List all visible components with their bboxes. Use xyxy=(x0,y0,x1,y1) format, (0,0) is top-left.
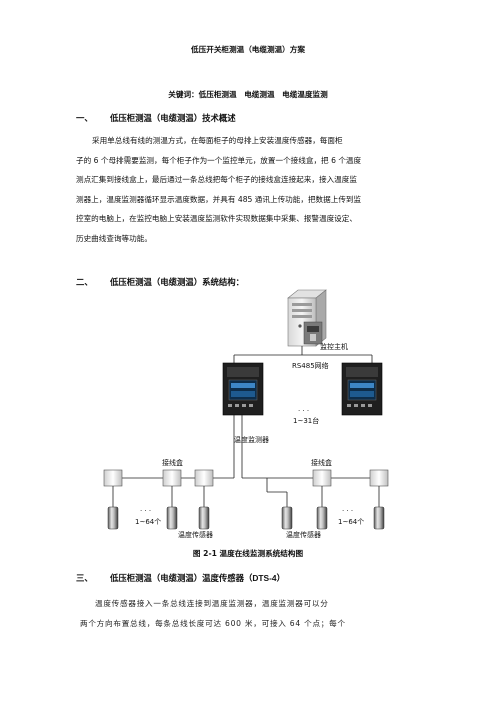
paragraph-line: 历史曲线查询等功能。 xyxy=(76,233,152,243)
temperature-sensor-icon xyxy=(166,506,178,530)
junction-box-label-left: 接线盒 xyxy=(162,458,183,467)
temperature-sensor-icon xyxy=(107,506,119,530)
temperature-sensor-icon xyxy=(373,506,385,530)
paragraph-line: 温度传感器接入一条总线连接到温度监测器，温度监测器可以分 xyxy=(95,599,329,608)
paragraph-line: 子的 6 个母排需要监测，每个柜子作为一个监控单元，放置一个接线盒，把 6 个温… xyxy=(76,155,362,165)
section-3-number: 三、 xyxy=(76,573,93,583)
monitor-ellipsis: · · · xyxy=(298,407,309,415)
network-label: RS485网络 xyxy=(292,361,329,370)
junction-box-right-2 xyxy=(369,469,389,487)
section-1-paragraph: 采用单总线有线的测温方式，在每面柜子的母排上安装温度传感器，每面柜 子的 6 个… xyxy=(76,131,428,249)
section-2-title: 低压柜测温（电缆测温）系统结构： xyxy=(110,277,244,287)
sensor-count-right: 1~64个 xyxy=(338,518,364,526)
paragraph-line: 两个方向布置总线，每条总线长度可达 600 米，可接入 64 个点；每个 xyxy=(80,619,346,628)
junction-box-right-1 xyxy=(312,469,332,487)
sensor-label-left: 温度传感器 xyxy=(178,530,213,539)
temperature-sensor-icon xyxy=(281,506,293,530)
paragraph-line: 测器上，温度监测器循环显示温度数据，并具有 485 通讯上传功能，把数据上传到监 xyxy=(76,194,362,204)
host-computer-icon xyxy=(287,289,327,347)
document-title: 低压开关柜测温（电缆测温）方案 xyxy=(191,45,305,54)
monitor-count: 1~31台 xyxy=(293,416,319,425)
junction-box-left-3 xyxy=(194,469,214,487)
section-1-title: 低压柜测温（电缆测温）技术概述 xyxy=(110,113,236,123)
sensor-count-left: 1~64个 xyxy=(135,518,161,526)
temperature-sensor-icon xyxy=(198,506,210,530)
paragraph-line: 控室的电脑上，在监控电脑上安装温度监测软件实现数据集中采集、报警温度设定、 xyxy=(76,214,357,224)
section-3-title-suffix: （DTS-4） xyxy=(244,573,285,583)
sensor-label-right: 温度传感器 xyxy=(286,530,321,539)
section-3-heading: 三、 低压柜测温（电缆测温）温度传感器（DTS-4） xyxy=(76,572,285,584)
section-1-heading: 一、 低压柜测温（电缆测温）技术概述 xyxy=(76,112,236,124)
keywords-line: 关键词：低压柜测温 电缆测温 电缆温度监测 xyxy=(168,90,328,99)
junction-box-label-right: 接线盒 xyxy=(311,458,332,467)
sensor-ellipsis-left: · · · xyxy=(140,507,151,515)
junction-box-left-2 xyxy=(162,469,182,487)
section-2-number: 二、 xyxy=(76,277,93,287)
temperature-monitor-device-left xyxy=(222,362,264,416)
junction-box-left-1 xyxy=(103,469,123,487)
temperature-monitor-device-right xyxy=(341,362,383,416)
figure-caption: 图 2-1 温度在线监测系统结构图 xyxy=(192,549,304,558)
temperature-sensor-icon xyxy=(316,506,328,530)
monitor-label: 温度监测器 xyxy=(234,435,269,444)
paragraph-line: 采用单总线有线的测温方式，在每面柜子的母排上安装温度传感器，每面柜 xyxy=(92,136,343,145)
section-2-heading: 二、 低压柜测温（电缆测温）系统结构： xyxy=(76,276,244,288)
paragraph-line: 测点汇集到接线盒上，最后通过一条总线把每个柜子的接线盒连接起来，接入温度监 xyxy=(76,175,357,185)
section-3-title: 低压柜测温（电缆测温）温度传感器 xyxy=(110,573,244,583)
section-1-number: 一、 xyxy=(76,113,93,123)
sensor-ellipsis-right: · · · xyxy=(342,507,353,515)
section-3-paragraph: 温度传感器接入一条总线连接到温度监测器，温度监测器可以分 两个方向布置总线，每条… xyxy=(80,594,430,634)
host-label: 监控主机 xyxy=(320,342,348,351)
